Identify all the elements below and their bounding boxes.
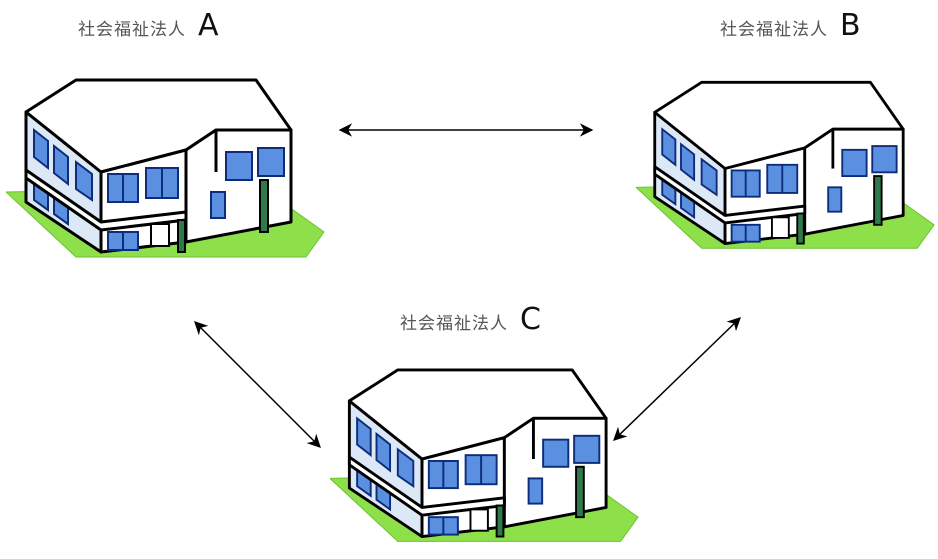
building-icon-c bbox=[330, 368, 640, 543]
node-label-a: 社会福祉法人 A bbox=[78, 8, 219, 43]
node-a-name: 社会福祉法人 bbox=[78, 20, 186, 40]
node-a-letter: A bbox=[198, 8, 219, 43]
building-icon-b bbox=[636, 80, 936, 250]
double-arrow-icon-a-c bbox=[194, 321, 321, 448]
node-label-b: 社会福祉法人 B bbox=[720, 8, 861, 43]
double-arrow-icon-b-c bbox=[613, 317, 741, 441]
node-c-letter: C bbox=[520, 302, 541, 337]
building-icon-a bbox=[6, 78, 326, 259]
node-b-name: 社会福祉法人 bbox=[720, 20, 828, 40]
node-c-name: 社会福祉法人 bbox=[400, 314, 508, 334]
node-label-c: 社会福祉法人 C bbox=[400, 302, 541, 337]
node-b-letter: B bbox=[840, 8, 861, 43]
